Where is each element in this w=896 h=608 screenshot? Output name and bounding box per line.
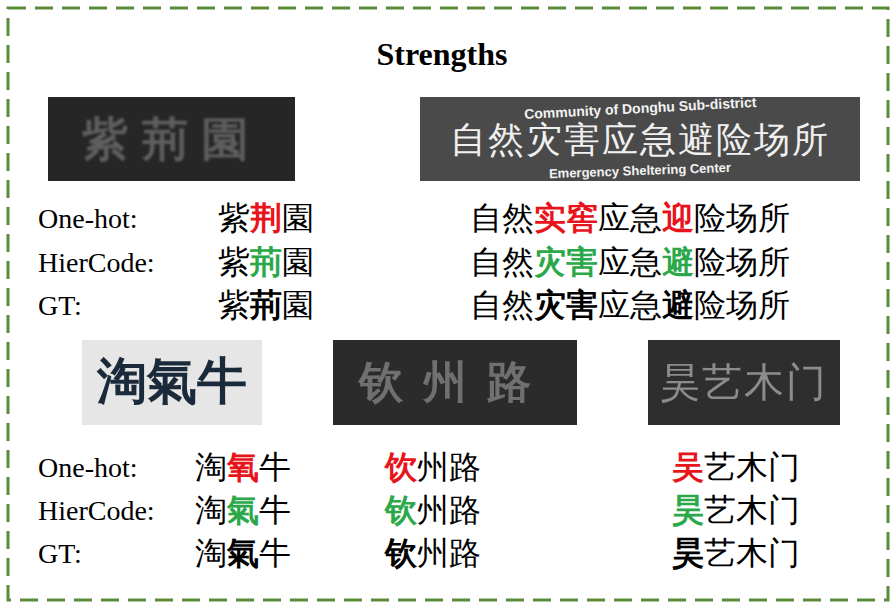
prediction-text: 淘: [195, 535, 227, 572]
prediction-row: 淘氣牛: [195, 535, 291, 572]
prediction-text: 荊: [250, 287, 282, 324]
prediction-row: 钦州路: [385, 535, 481, 572]
prediction-text: 牛: [259, 449, 291, 486]
prediction-text: 艺木门: [704, 535, 800, 572]
prediction-text: 氣: [227, 492, 259, 529]
scene-image: [333, 340, 577, 425]
prediction-row: 钦州路: [385, 492, 481, 529]
prediction-text: 氣: [227, 535, 259, 572]
prediction-text: 实窖: [534, 200, 598, 237]
prediction-text: 应急: [598, 244, 662, 281]
prediction-text: 紫: [218, 244, 250, 281]
scene-text: 钦州路: [359, 357, 551, 408]
prediction-row: 自然灾害应急避险场所: [470, 244, 790, 281]
method-label: One-hot:: [38, 203, 138, 235]
prediction-row: 昊艺木门: [672, 492, 800, 529]
scene-text: 自然灾害应急避险场所: [450, 119, 830, 160]
prediction-text: 昊: [672, 492, 704, 529]
prediction-text: 钦: [385, 492, 417, 529]
scene-image: [82, 340, 262, 425]
scene-image: [48, 97, 295, 181]
prediction-text: 应急: [598, 200, 662, 237]
method-label: HierCode:: [38, 495, 155, 527]
prediction-text: 迎: [662, 200, 694, 237]
prediction-text: 灾害: [534, 287, 598, 324]
prediction-text: 艺木门: [704, 492, 800, 529]
prediction-text: 氧: [227, 449, 259, 486]
prediction-text: 险场所: [694, 244, 790, 281]
method-label: GT:: [38, 538, 82, 570]
scene-text: 淘氣牛: [97, 353, 247, 411]
prediction-text: 险场所: [694, 200, 790, 237]
prediction-row: 淘氣牛: [195, 492, 291, 529]
prediction-text: 自然: [470, 287, 534, 324]
prediction-text: 園: [282, 244, 314, 281]
frame-heading: Strengths: [377, 36, 508, 73]
prediction-text: 昊: [672, 535, 704, 572]
prediction-text: 荆: [250, 200, 282, 237]
prediction-row: 淘氧牛: [195, 449, 291, 486]
prediction-row: 饮州路: [385, 449, 481, 486]
dashed-frame: [8, 8, 888, 600]
method-label: HierCode:: [38, 247, 155, 279]
prediction-row: 自然实窖应急迎险场所: [470, 200, 790, 237]
prediction-text: 州路: [417, 535, 481, 572]
prediction-text: 牛: [259, 492, 291, 529]
prediction-text: 饮: [385, 449, 417, 486]
prediction-text: 州路: [417, 492, 481, 529]
prediction-row: 昊艺木门: [672, 535, 800, 572]
method-label: GT:: [38, 290, 82, 322]
prediction-row: 自然灾害应急避险场所: [470, 287, 790, 324]
prediction-text: 園: [282, 287, 314, 324]
prediction-text: 钦: [385, 535, 417, 572]
prediction-row: 紫荊園: [218, 244, 314, 281]
prediction-text: 淘: [195, 492, 227, 529]
prediction-row: 紫荊園: [218, 287, 314, 324]
prediction-text: 紫: [218, 200, 250, 237]
prediction-text: 園: [282, 200, 314, 237]
scene-text: 紫荊園: [82, 113, 262, 166]
prediction-text: 艺木门: [704, 449, 800, 486]
prediction-text: 淘: [195, 449, 227, 486]
scene-image: [648, 340, 840, 425]
prediction-text: 自然: [470, 244, 534, 281]
prediction-text: 险场所: [694, 287, 790, 324]
prediction-text: 吴: [672, 449, 704, 486]
prediction-text: 紫: [218, 287, 250, 324]
prediction-row: 紫荆園: [218, 200, 314, 237]
method-label: One-hot:: [38, 452, 138, 484]
prediction-text: 应急: [598, 287, 662, 324]
prediction-text: 牛: [259, 535, 291, 572]
prediction-text: 避: [662, 244, 694, 281]
prediction-text: 州路: [417, 449, 481, 486]
scene-text: 昊艺木门: [660, 359, 828, 405]
prediction-row: 吴艺木门: [672, 449, 800, 486]
prediction-text: 避: [662, 287, 694, 324]
prediction-text: 荊: [250, 244, 282, 281]
prediction-text: 自然: [470, 200, 534, 237]
prediction-text: 灾害: [534, 244, 598, 281]
